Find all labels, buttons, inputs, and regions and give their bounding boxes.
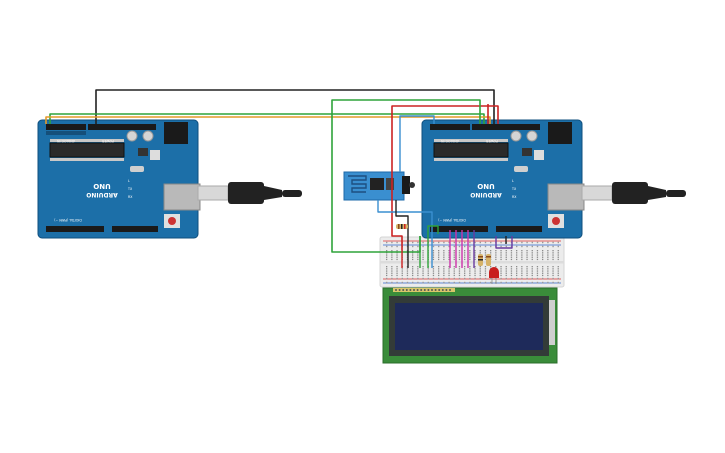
left-board-brand: ARDUINO <box>86 191 117 198</box>
right-board-power-label: POWER <box>485 139 498 143</box>
esp8266-wifi-module <box>343 171 415 201</box>
lcd-pins <box>395 289 451 291</box>
wire-blue-2 <box>399 115 435 172</box>
left-board-digital-label: DIGITAL (PWM ~) <box>54 218 81 222</box>
left-board-led-rx: RX <box>128 195 133 199</box>
right-usb-cable <box>581 182 686 204</box>
wire-purple-2 <box>495 236 513 249</box>
wire-blue <box>377 200 433 234</box>
wire-orange <box>45 116 491 124</box>
wire-red <box>391 105 499 250</box>
left-board-analog-label: ANALOG IN <box>57 139 75 143</box>
resistor-2 <box>478 254 483 266</box>
right-board-brand: ARDUINO <box>470 191 501 198</box>
right-arduino-uno: ARDUINO UNO DIGITAL (PWM ~) POWER ANALOG… <box>421 119 585 239</box>
lcd-display <box>382 287 558 364</box>
wires <box>45 89 513 268</box>
left-board-model: UNO <box>93 182 111 190</box>
left-arduino-uno: ARDUINO UNO DIGITAL (PWM ~) POWER ANALOG… <box>37 119 201 239</box>
wire-bb-green-2 <box>427 225 439 268</box>
wire-black-2 <box>395 200 409 232</box>
left-board-led-l: L <box>128 179 130 183</box>
left-board-led-tx: TX <box>127 187 133 191</box>
wire-black <box>95 89 495 124</box>
red-led <box>489 267 499 284</box>
right-board-model: UNO <box>477 182 495 190</box>
left-usb-cable <box>197 182 302 204</box>
wire-green <box>49 113 485 124</box>
left-board-power-label: POWER <box>101 139 114 143</box>
right-board-digital-label: DIGITAL (PWM ~) <box>438 218 465 222</box>
resistor-1 <box>396 224 408 229</box>
resistor-3 <box>486 254 491 266</box>
right-board-led-l: L <box>512 179 514 183</box>
right-board-led-rx: RX <box>512 195 517 199</box>
right-board-analog-label: ANALOG IN <box>441 139 459 143</box>
right-board-led-tx: TX <box>511 187 517 191</box>
